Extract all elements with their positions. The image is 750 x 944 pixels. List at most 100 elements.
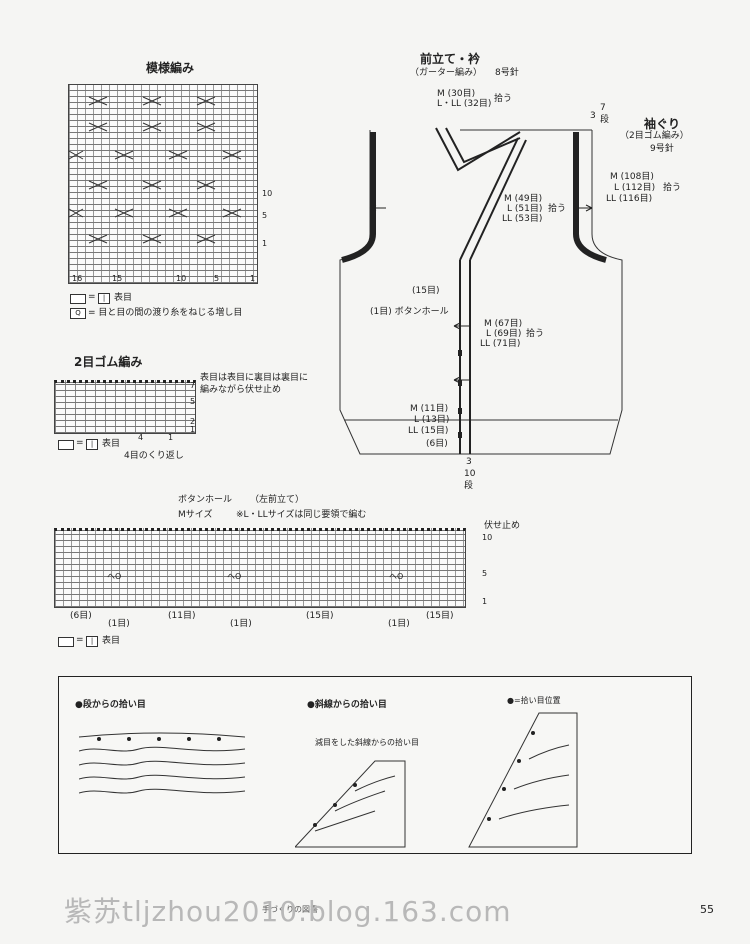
front-bottom-rows-3: 3 [466,457,472,467]
pattern-chart-grid [68,84,258,284]
rib-note-1: 表目は表目に裏目は裏目に [200,373,309,383]
buttonhole-mark: ヘO [227,572,242,581]
pickup-illustration-panel: ●段からの拾い目 ●斜線からの拾い目 ●=拾い目位置 減目をした斜線からの拾い目 [58,676,692,854]
buttonhole-label-11: (11目) [168,611,196,621]
front-count-15: (15目) [412,286,440,296]
buttonhole-label-15b: (15目) [426,611,454,621]
front-bottom-ll: LL (15目) [408,426,449,436]
rib-row-2: 2 [190,417,196,426]
rib-repeat-4: 4 [138,433,144,442]
front-top-rows-7: 7 [600,103,606,113]
pattern-legend-purl: 表目 [114,293,133,303]
pattern-legend-twist: = 目と目の間の渡り糸をねじる増し目 [88,308,243,318]
front-count-1-buttonhole: (1目) ボタンホール [370,307,449,317]
armhole-needle: 9号針 [650,144,674,154]
buttonhole-legend-box [58,637,74,647]
rib-repeat-1: 1 [168,433,174,442]
buttonhole-bind-off: 伏せ止め [484,521,521,531]
pattern-row-1: 1 [262,239,268,248]
front-needle: 8号針 [495,68,519,78]
rib-row-1: 1 [190,425,196,434]
knit-symbol-icon: | [86,636,98,647]
footer-small-text: 手づくりの図書 [262,905,318,914]
pattern-col-10: 10 [176,274,187,283]
decrease-diagonal-pickup-illustration [295,760,406,848]
equals-sign: = [76,438,84,448]
buttonhole-row-10: 10 [482,533,493,542]
rib-legend-box [58,440,74,450]
knit-symbol-icon: | [86,439,98,450]
front-neck-ll: LL (53目) [502,214,543,224]
front-bottom-rows-10: 10 [464,469,476,479]
front-top-rows-dan: 段 [600,115,610,125]
buttonhole-label-6: (6目) [70,611,92,621]
pattern-chart-title: 模様編み [146,61,195,75]
pattern-row-10: 10 [262,189,273,198]
armhole-l: L (112目) [614,183,656,193]
front-bottom-m: M (11目) [410,404,449,414]
equals-sign: = [76,635,84,645]
front-mid-m: M (67目) [484,319,523,329]
pattern-col-1: 1 [250,274,256,283]
rib-note-2: 編みながら伏せ止め [200,385,282,395]
buttonhole-mark: ヘO [389,572,404,581]
front-neck-l: L (51目) [507,204,543,214]
front-neck-pickup: 拾う [548,204,567,214]
twist-increase-icon: Q [70,308,86,319]
footer-page-number: 55 [700,903,714,916]
front-bottom-rows-dan: 段 [464,481,474,491]
rib-chart-grid [54,380,196,434]
front-pickup-top-m: M (30目) [437,89,476,99]
panel-sub-caption: 減目をした斜線からの拾い目 [315,738,419,747]
knit-symbol-icon: | [98,293,110,304]
pattern-col-5: 5 [214,274,220,283]
buttonhole-note: ※L・LLサイズは同じ要領で編む [236,510,367,520]
front-top-rows-3: 3 [590,111,596,121]
buttonhole-label-1b: (1目) [230,619,252,629]
buttonhole-label-1a: (1目) [108,619,130,629]
front-pickup-top-l: L・LL (32目) [437,99,492,109]
buttonhole-chart-grid: ヘO ヘO ヘO [54,528,466,608]
front-mid-pickup: 拾う [526,329,545,339]
buttonhole-title: ボタンホール [178,495,233,505]
panel-dot-legend: ●=拾い目位置 [507,696,561,705]
purl-legend-box [70,294,86,304]
front-mid-l: L (69目) [486,329,522,339]
pattern-col-16: 16 [72,274,83,283]
pattern-row-5: 5 [262,211,268,220]
equals-sign: = [88,292,96,302]
rib-legend-text: 表目 [102,439,121,449]
armhole-m: M (108目) [610,172,654,182]
buttonhole-side: （左前立て） [250,495,305,505]
front-count-6: (6目) [426,439,448,449]
vest-front-diagram [339,127,623,455]
front-neck-m: M (49目) [504,194,543,204]
panel-right-title: ●斜線からの拾い目 [307,700,387,710]
buttonhole-size: Mサイズ [178,510,213,520]
buttonhole-row-1: 1 [482,597,488,606]
front-mid-ll: LL (71目) [480,339,521,349]
armhole-ll: LL (116目) [606,194,653,204]
armhole-title: 袖ぐり [644,117,681,131]
diagonal-pickup-illustration [468,712,578,848]
pattern-col-15: 15 [112,274,123,283]
row-pickup-illustration [79,732,245,794]
rib-repeat-label: 4目のくり返し [124,451,184,461]
buttonhole-legend-text: 表目 [102,636,121,646]
rib-row-7: 7 [190,381,196,390]
armhole-pickup-word: 拾う [663,183,682,193]
cable-marks [69,96,242,244]
armhole-subtitle: （2目ゴム編み） [620,131,689,141]
watermark-text: 紫苏tljzhou2010.blog.163.com [64,895,512,928]
front-subtitle: （ガーター編み） [410,68,483,78]
rib-row-5: 5 [190,397,196,406]
front-bottom-l: L (13目) [414,415,450,425]
front-pickup-top-word: 拾う [494,94,513,104]
rib-chart-title: 2目ゴム編み [74,355,143,369]
buttonhole-mark: ヘO [107,572,122,581]
buttonhole-label-1c: (1目) [388,619,410,629]
buttonhole-label-15a: (15目) [306,611,334,621]
panel-left-title: ●段からの拾い目 [75,700,146,710]
buttonhole-row-5: 5 [482,569,488,578]
front-title: 前立て・衿 [420,52,481,66]
